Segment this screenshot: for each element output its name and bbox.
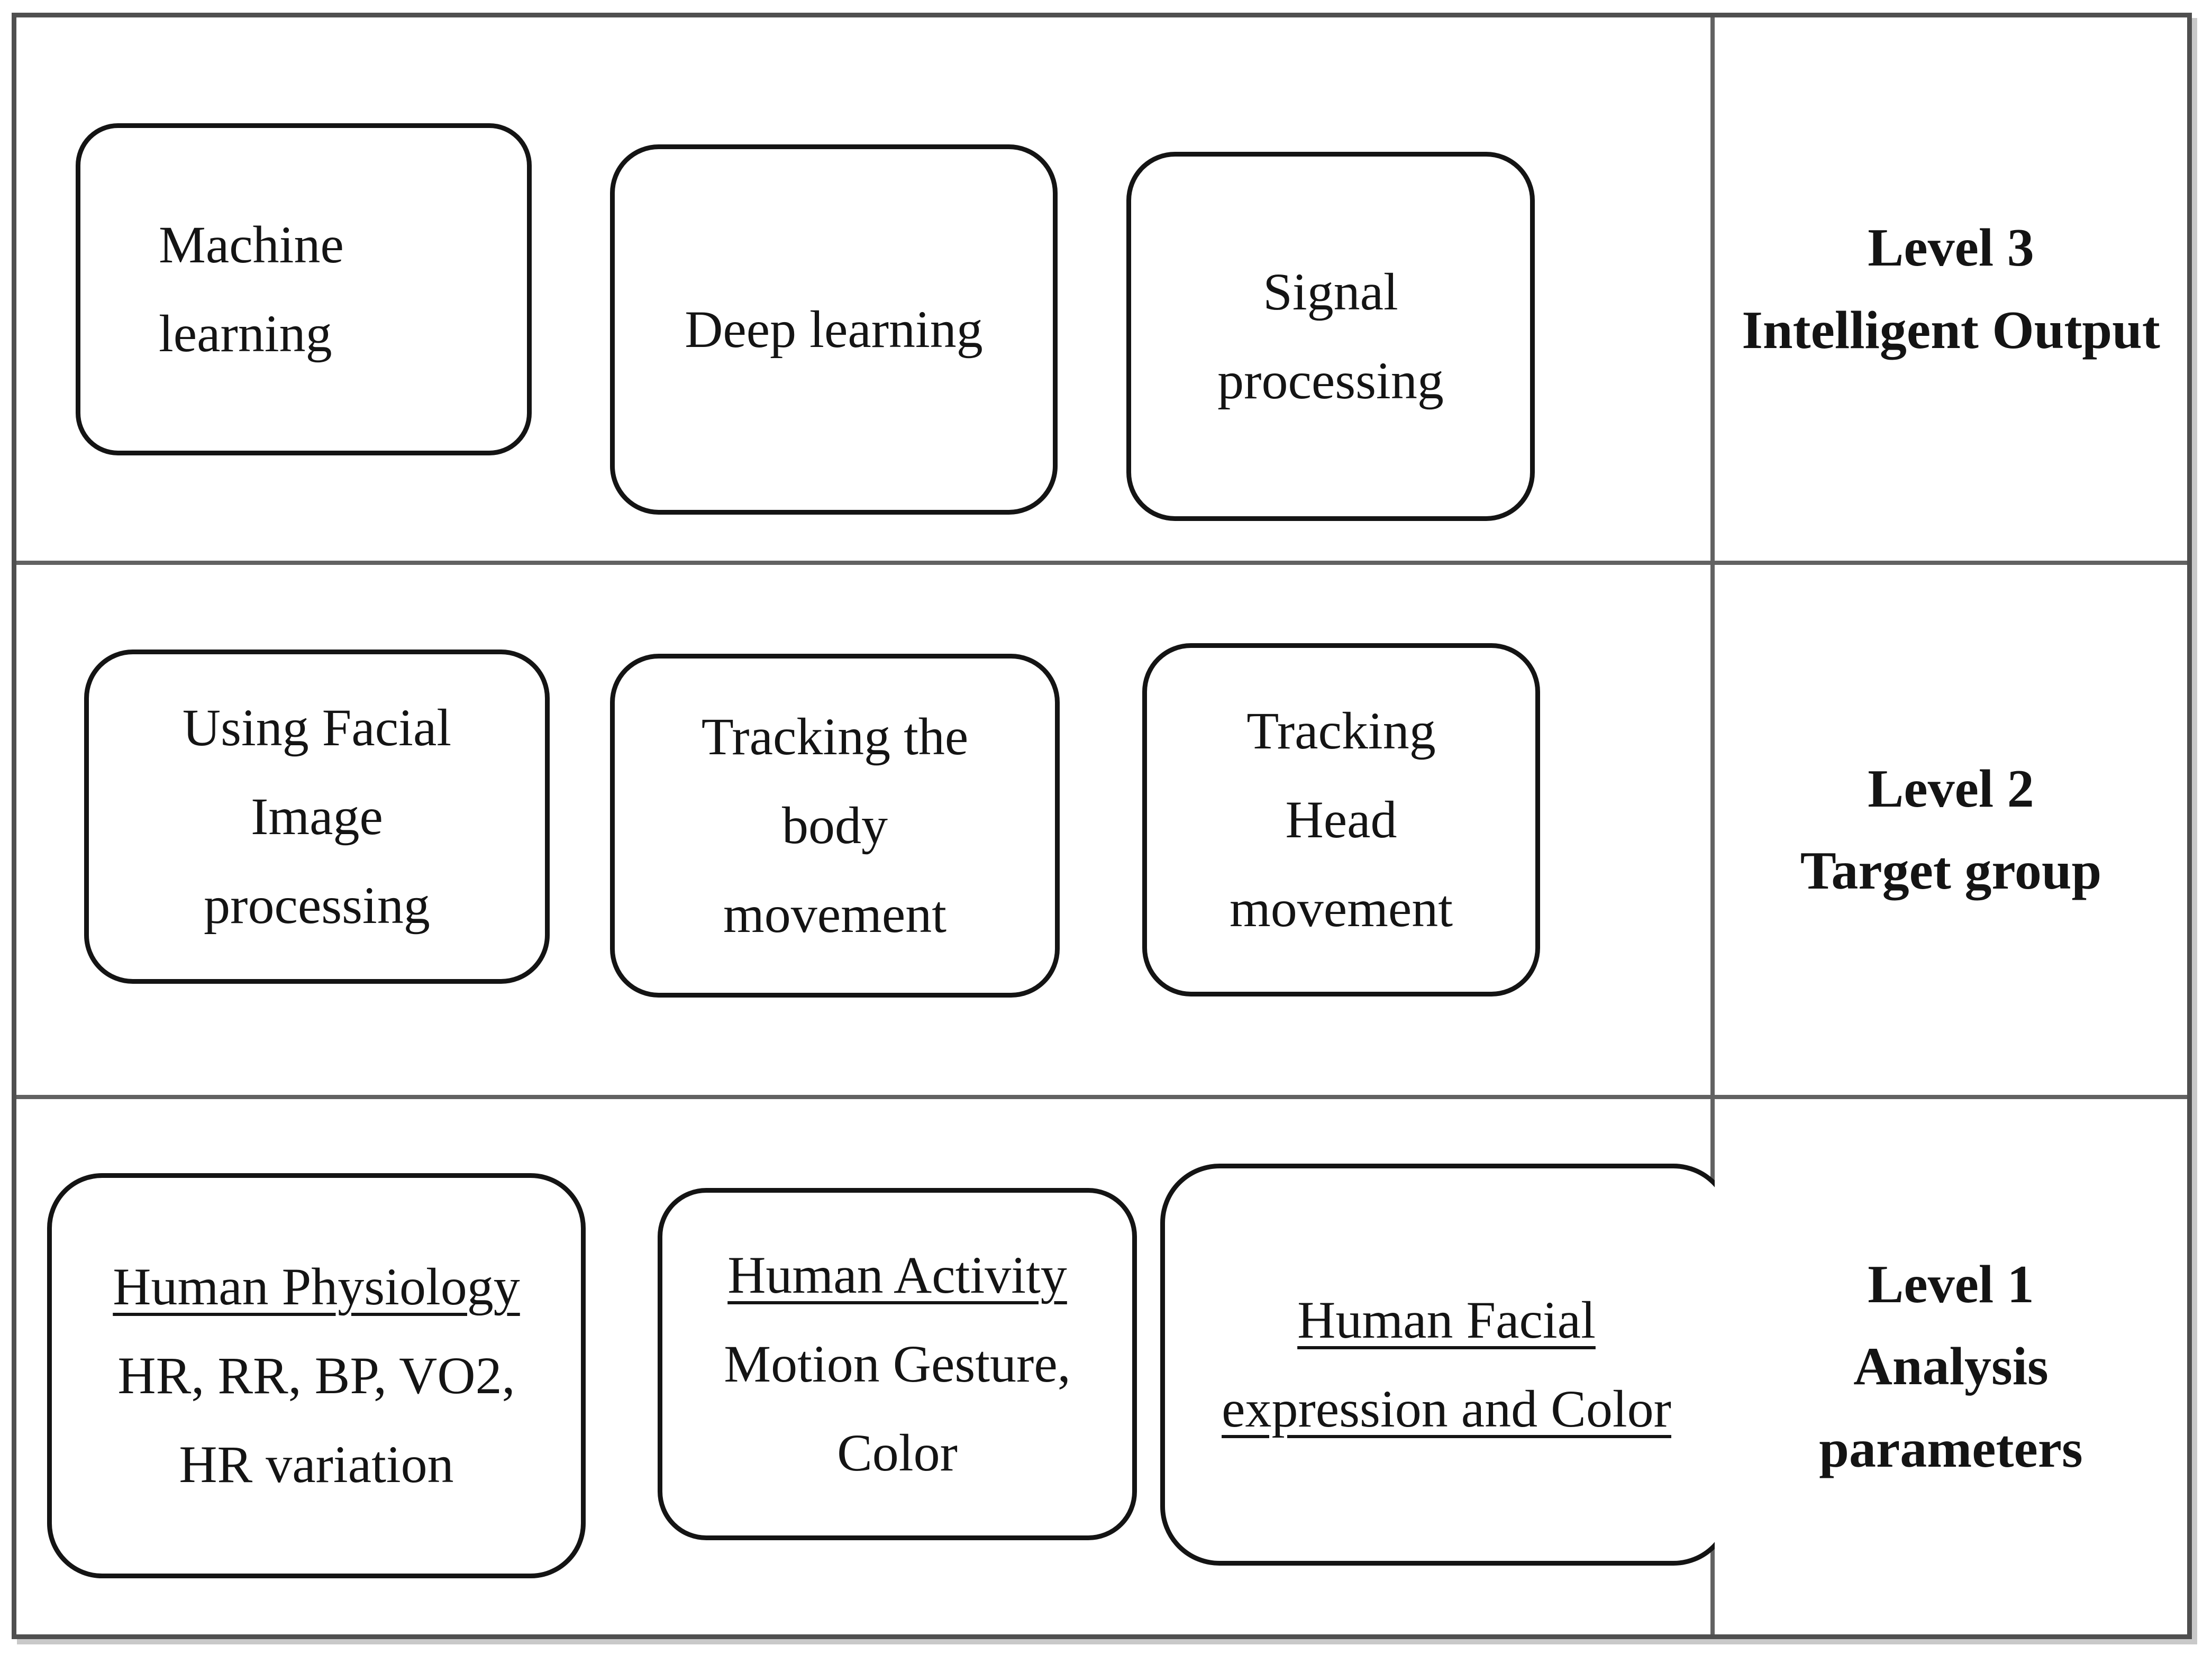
- text-line: Intelligent Output: [1742, 300, 2160, 360]
- box-human-facial-expression: Human Facial expression and Color: [1160, 1164, 1733, 1566]
- text-line: Head: [1285, 790, 1397, 849]
- text-line: Human Physiology: [113, 1257, 520, 1316]
- text-line: body: [782, 796, 888, 855]
- text-line: processing: [1217, 351, 1444, 410]
- label-level-2-target-group: Level 2 Target group: [1715, 565, 2187, 1095]
- text-line: learning: [159, 304, 332, 363]
- text-line: Level 3: [1868, 218, 2034, 278]
- text-line: Signal: [1263, 262, 1398, 321]
- box-tracking-the-body-movement: Tracking the body movement: [610, 654, 1060, 998]
- row-level-3-boxes-cell: Machine learning Deep learning Signal proc…: [16, 17, 1715, 565]
- text-line: Tracking the: [701, 707, 969, 766]
- text-line: Analysis: [1853, 1337, 2049, 1397]
- text-line: movement: [1229, 879, 1453, 938]
- text-line: Level 1: [1868, 1255, 2034, 1315]
- text-line: Human Activity: [727, 1246, 1067, 1304]
- row-level-1-label-cell: Level 1 Analysis parameters: [1715, 1099, 2187, 1634]
- text-line: Machine: [159, 215, 344, 274]
- row-level-2-label-cell: Level 2 Target group: [1715, 565, 2187, 1099]
- box-deep-learning: Deep learning: [610, 144, 1058, 515]
- text-line: processing: [204, 876, 430, 935]
- box-machine-learning: Machine learning: [76, 123, 532, 455]
- text-line: HR variation: [179, 1435, 454, 1494]
- text-line: Motion Gesture,: [724, 1334, 1071, 1393]
- text-line: Using Facial: [182, 698, 452, 757]
- text-line: Target group: [1800, 841, 2102, 901]
- text-line: Deep learning: [685, 300, 983, 359]
- text-line: expression and Color: [1222, 1379, 1671, 1438]
- text-line: parameters: [1819, 1419, 2083, 1479]
- label-level-1-analysis-parameters: Level 1 Analysis parameters: [1715, 1099, 2187, 1634]
- text-line: HR, RR, BP, VO2,: [117, 1346, 515, 1405]
- diagram-table: Machine learning Deep learning Signal proc…: [12, 13, 2192, 1639]
- text-line: Human Facial: [1297, 1291, 1596, 1349]
- text-line: Image: [251, 787, 383, 846]
- text-line: Level 2: [1868, 758, 2034, 819]
- text-line: movement: [723, 885, 947, 944]
- label-level-3-intelligent-output: Level 3 Intelligent Output: [1715, 17, 2187, 561]
- row-level-3-label-cell: Level 3 Intelligent Output: [1715, 17, 2187, 565]
- text-line: Tracking: [1246, 701, 1436, 760]
- text-line: Color: [837, 1423, 958, 1482]
- box-signal-processing: Signal processing: [1126, 152, 1535, 521]
